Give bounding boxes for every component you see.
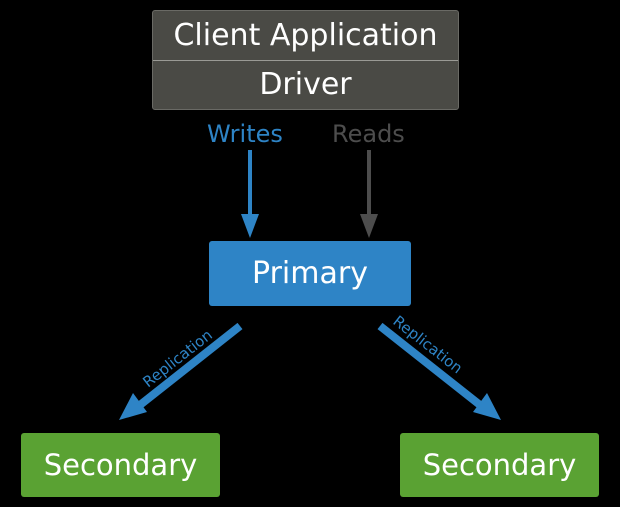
primary-node: Primary [209, 241, 411, 306]
primary-label: Primary [252, 256, 368, 291]
driver-label: Driver [259, 67, 352, 102]
secondary-label-left: Secondary [43, 448, 198, 482]
secondary-node-right: Secondary [400, 433, 599, 497]
writes-label: Writes [207, 120, 283, 148]
client-application-label: Client Application [173, 18, 438, 53]
reads-arrow [360, 150, 378, 238]
replication-arrow-right: Replication [377, 312, 501, 420]
secondary-label-right: Secondary [422, 448, 577, 482]
writes-arrow [241, 150, 259, 238]
client-application-box: Client Application Driver [152, 10, 459, 110]
replication-arrow-left: Replication [119, 322, 243, 420]
reads-label: Reads [332, 120, 405, 148]
client-driver-divider [153, 60, 458, 61]
secondary-node-left: Secondary [21, 433, 220, 497]
